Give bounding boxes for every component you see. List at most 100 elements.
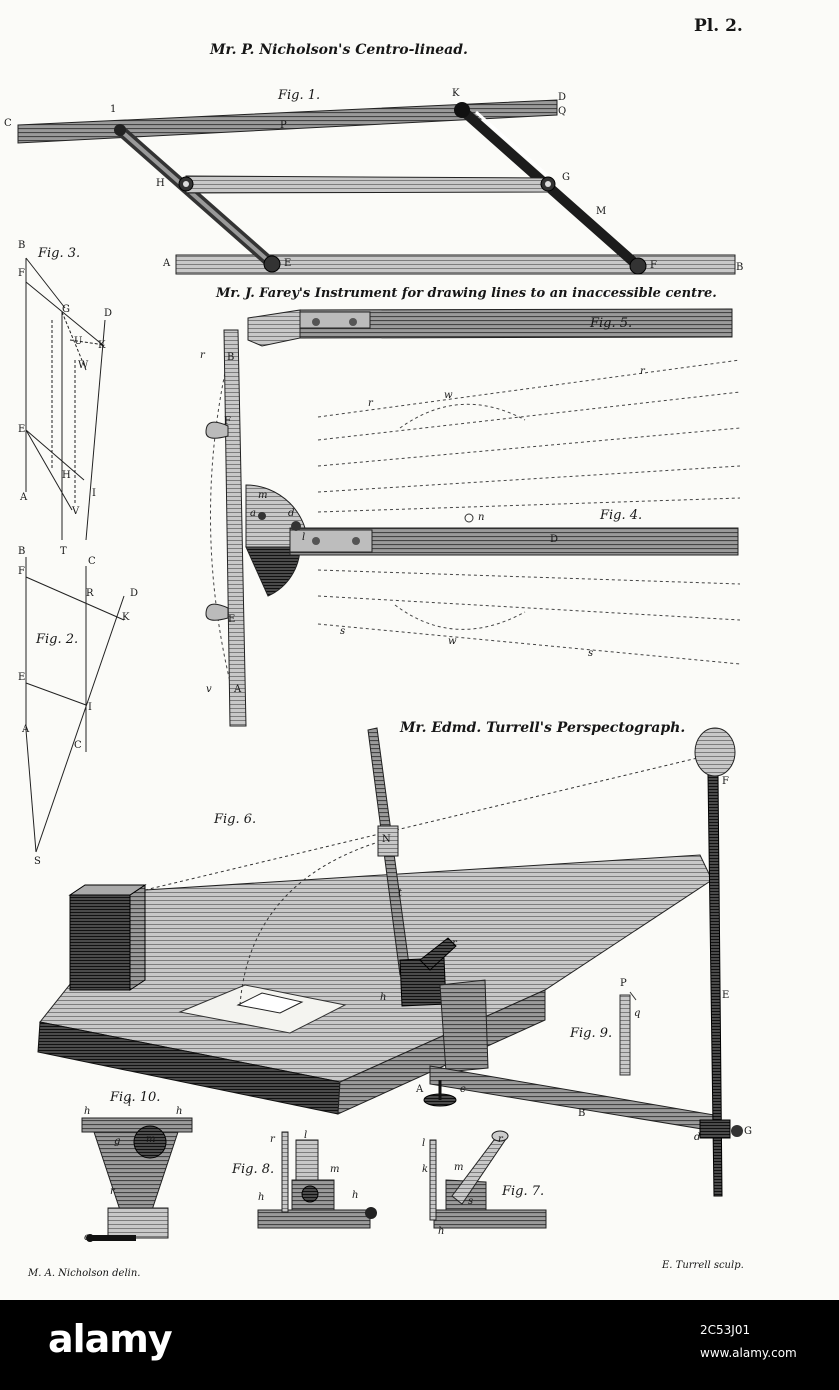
fig6-letter: P	[620, 978, 627, 989]
fig4-vertical-rule	[223, 329, 247, 727]
fig2-letter: I	[88, 702, 92, 713]
fig1-label: Fig. 1.	[278, 88, 321, 103]
fig1-letter: A	[163, 258, 171, 269]
fig10-letter: h	[176, 1106, 183, 1117]
fig8-letter: m	[330, 1164, 340, 1175]
fig4-letter: A	[234, 684, 242, 695]
fig1-letter: G	[562, 172, 570, 183]
fig4-letter: s	[588, 648, 594, 659]
fig8-letter: r	[270, 1134, 275, 1145]
fig4-letter: r	[640, 366, 645, 377]
fig10-label: Fig. 10.	[110, 1090, 161, 1105]
fig1-letter: K	[452, 88, 460, 99]
fig7-label: Fig. 7.	[502, 1184, 545, 1199]
fig10-drawing	[81, 1117, 193, 1242]
fig6-letter: r	[452, 938, 457, 949]
fig5-label: Fig. 5.	[590, 316, 633, 331]
fig4-label: Fig. 4.	[600, 508, 643, 523]
fig3-letter: T	[60, 546, 67, 557]
fig3-letter: B	[18, 240, 26, 251]
fig4-letter: w	[448, 636, 457, 647]
fig1-top-rule	[17, 99, 558, 144]
fig1-letter: P	[280, 120, 287, 131]
fig7-letter: h	[438, 1226, 445, 1237]
fig2-letter: C	[74, 740, 82, 751]
fig2-letter: S	[34, 856, 41, 867]
fig8-label: Fig. 8.	[232, 1162, 275, 1177]
fig6-arm	[429, 1065, 721, 1133]
fig2-letter: D	[130, 588, 139, 599]
fig4-letter: l	[302, 532, 306, 543]
fig3-letter: V	[72, 506, 80, 517]
fig3-letter: K	[98, 340, 106, 351]
title-centro-linead: Mr. P. Nicholson's Centro-linead.	[210, 42, 468, 58]
fig4-letter: w	[444, 390, 453, 401]
engraver-credit: E. Turrell sculp.	[662, 1260, 744, 1271]
fig1-letter: E	[284, 258, 292, 269]
fig3-letter: U	[74, 336, 83, 347]
fig8-letter: h	[258, 1192, 265, 1203]
fig6-eyepiece	[694, 727, 736, 777]
fig3-letter: G	[62, 304, 70, 315]
fig6-letter: t	[398, 888, 403, 899]
fig1-letter: H	[156, 178, 165, 189]
fig6-letter: h	[380, 992, 387, 1003]
fig3-drawing	[25, 257, 106, 541]
fig2-drawing	[25, 557, 125, 853]
fig3-letter: A	[20, 492, 28, 503]
fig2-letter: K	[122, 612, 130, 623]
fig6-letter: q	[634, 1008, 641, 1019]
delineator-credit: M. A. Nicholson delin.	[28, 1268, 141, 1279]
fig7-letter: l	[422, 1138, 426, 1149]
fig2-letter: A	[22, 724, 30, 735]
fig1-letter: F	[650, 260, 657, 271]
fig4-letter: n	[478, 512, 485, 523]
watermark-image-id: 2C53J01	[700, 1323, 751, 1337]
fig1-bottom-rule	[175, 254, 736, 275]
fig10-letter: l	[128, 1098, 132, 1109]
fig9-label: Fig. 9.	[570, 1026, 613, 1041]
fig7-letter: s	[468, 1196, 474, 1207]
watermark-logo: alamy	[48, 1317, 173, 1361]
fig6-letter: d	[694, 1132, 701, 1143]
fig5-drawing	[247, 308, 733, 347]
fig6-letter: A	[416, 1084, 424, 1095]
fig6-drawing	[37, 727, 743, 1197]
fig4-letter: r	[200, 350, 205, 361]
fig6-label: Fig. 6.	[214, 812, 257, 827]
fig3-letter: H	[62, 470, 71, 481]
fig1-letter: D	[558, 92, 567, 103]
fig10-letter: h	[84, 1106, 91, 1117]
fig4-letter: d	[288, 508, 295, 519]
fig4-drawing	[205, 329, 741, 727]
watermark-site: www.alamy.com	[700, 1346, 797, 1360]
fig3-letter: E	[18, 424, 26, 435]
fig1-drawing	[17, 99, 736, 275]
fig1-letter: M	[596, 206, 607, 217]
fig1-letter: Q	[558, 106, 567, 117]
fig7-letter: k	[422, 1164, 429, 1175]
fig6-letter: N	[382, 834, 391, 845]
fig6-letter: F	[722, 776, 729, 787]
fig4-letter: s	[340, 626, 346, 637]
fig2-label: Fig. 2.	[36, 632, 79, 647]
fig10-letter: g	[114, 1136, 121, 1147]
fig10-letter: r	[110, 1186, 115, 1197]
watermark-band	[0, 1300, 839, 1390]
fig1-letter: C	[4, 118, 12, 129]
fig8-letter: h	[352, 1190, 359, 1201]
fig2-letter: E	[18, 672, 26, 683]
fig10-letter: m	[146, 1134, 156, 1145]
title-farey: Mr. J. Farey's Instrument for drawing li…	[216, 286, 717, 301]
fig2-letter: F	[18, 566, 25, 577]
fig6-letter: c	[460, 1084, 466, 1095]
fig6-letter: E	[722, 990, 730, 1001]
plate-artwork	[17, 99, 743, 1242]
fig4-letter: E	[228, 614, 236, 625]
fig3-letter: W	[78, 360, 89, 371]
fig8-letter: l	[304, 1130, 308, 1141]
fig4-letter: a	[250, 508, 256, 519]
fig2-letter: R	[86, 588, 94, 599]
fig3-label: Fig. 3.	[38, 246, 81, 261]
fig1-connecting-bar	[185, 175, 549, 194]
